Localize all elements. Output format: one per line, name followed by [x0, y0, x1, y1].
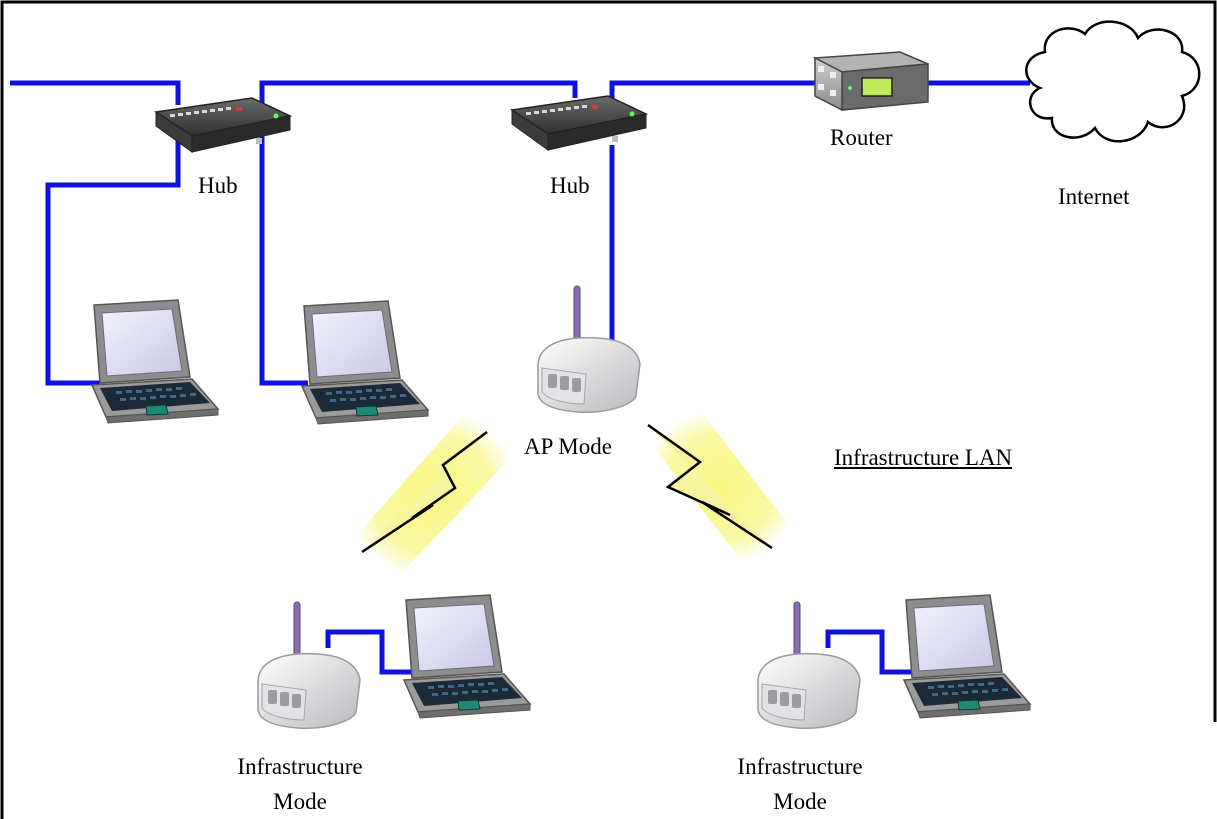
cable-hub-right-router — [609, 80, 820, 108]
laptop-icon — [91, 299, 219, 424]
lightning-icon — [361, 431, 488, 554]
internet-label: Internet — [1058, 184, 1130, 209]
client-left-label-line2: Mode — [273, 789, 327, 814]
router-label: Router — [830, 125, 893, 150]
ap-mode-label: AP Mode — [524, 434, 612, 459]
client-right-label-line2: Mode — [773, 789, 827, 814]
cable-hub-left-hub-right — [259, 80, 578, 112]
lightning-icon — [647, 423, 773, 550]
hub-right-icon — [511, 95, 647, 151]
cable-hub-left-laptop-2 — [259, 120, 308, 386]
hub-right-label: Hub — [550, 173, 590, 198]
laptop-icon — [301, 300, 429, 425]
cable-hub-left-laptop-1 — [45, 140, 181, 386]
cable-adapter-left-laptop — [325, 629, 420, 675]
diagram-title: Infrastructure LAN — [834, 445, 1013, 470]
laptop-icon — [403, 594, 531, 719]
laptop-icon — [903, 594, 1031, 719]
cloud-icon — [1025, 20, 1201, 143]
wireless-access-point-icon — [537, 285, 641, 414]
wireless-link-right — [640, 410, 800, 565]
wireless-adapter-icon — [257, 601, 361, 730]
client-left-label-line1: Infrastructure — [237, 754, 363, 779]
cable-uplink-left — [10, 80, 181, 105]
cable-adapter-right-laptop — [825, 629, 920, 675]
hub-left-label: Hub — [198, 173, 238, 198]
wireless-adapter-icon — [757, 601, 861, 730]
wireless-link-left — [345, 408, 520, 580]
router-icon — [812, 51, 929, 112]
client-right-label-line1: Infrastructure — [737, 754, 863, 779]
